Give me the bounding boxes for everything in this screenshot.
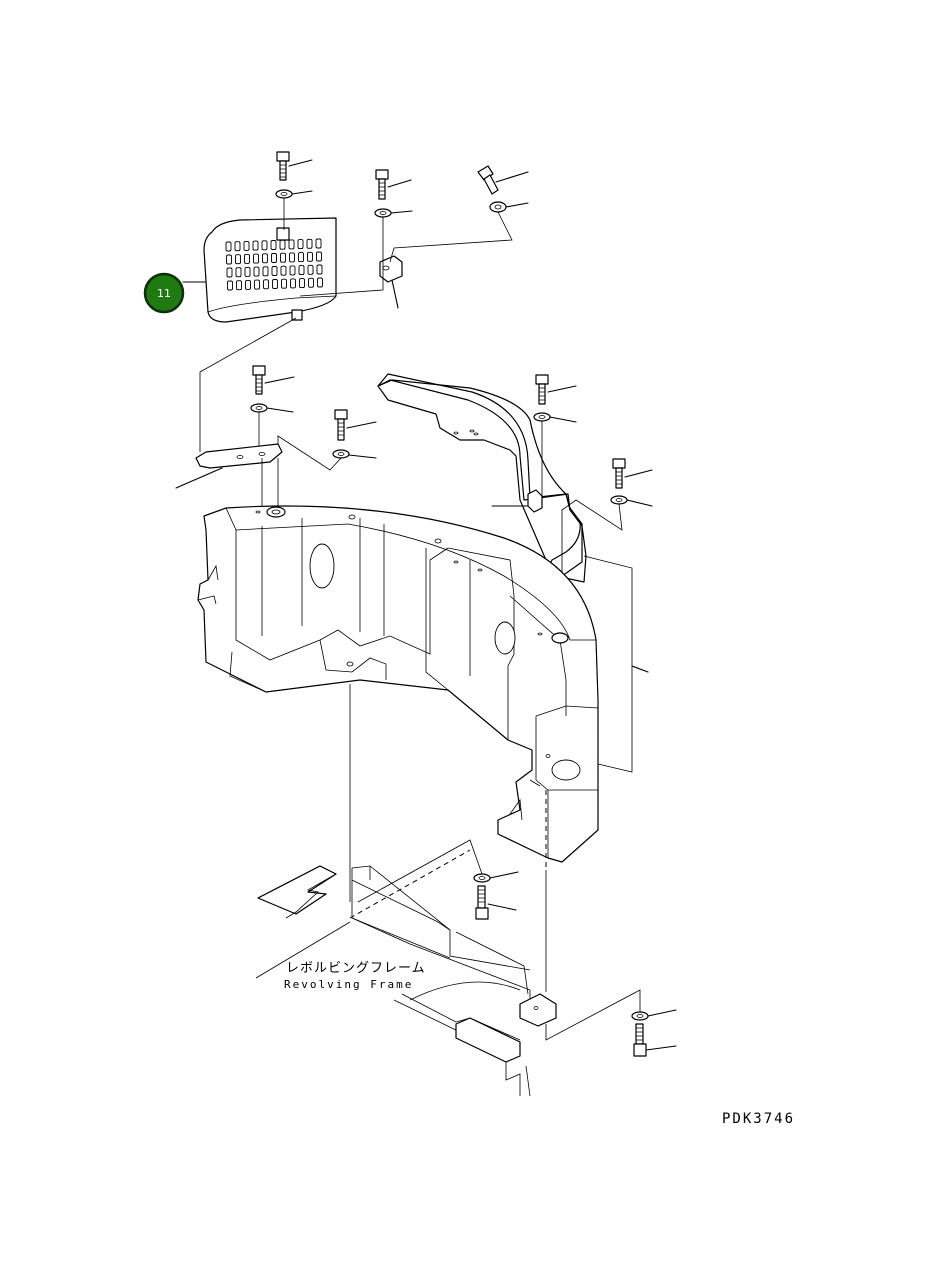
vent-slot xyxy=(244,266,251,277)
vent-slot xyxy=(280,265,287,276)
vent-slot xyxy=(315,238,322,249)
cover-vent-slots xyxy=(225,238,323,291)
bolt-bottom-2[interactable] xyxy=(633,1023,677,1057)
vent-slot xyxy=(262,253,268,264)
vent-slot xyxy=(306,238,313,249)
vent-slot xyxy=(253,266,260,277)
vent-slot xyxy=(281,278,287,289)
vent-slot xyxy=(299,278,305,289)
bolt-top-3[interactable] xyxy=(477,165,529,195)
cover-grille-part[interactable] xyxy=(203,217,337,323)
drawing-number: PDK3746 xyxy=(722,1111,795,1127)
callout-number: 11 xyxy=(157,287,171,300)
vent-slot xyxy=(289,252,295,263)
vent-slot xyxy=(307,251,313,262)
vent-slot xyxy=(297,239,304,250)
vent-slot xyxy=(298,252,304,263)
vent-slot xyxy=(263,279,269,290)
vent-slot xyxy=(236,280,242,291)
vent-slot xyxy=(270,240,277,250)
washer-right-1[interactable] xyxy=(533,412,577,423)
vent-slot xyxy=(272,279,278,289)
vent-slot xyxy=(271,266,278,276)
washer-top-3[interactable] xyxy=(489,201,529,213)
vent-slot xyxy=(254,279,260,290)
revolving-frame-label-jp: レボルビングフレーム xyxy=(286,961,426,976)
revolving-frame-section[interactable] xyxy=(255,849,557,1097)
washer-mid-2[interactable] xyxy=(332,449,377,459)
bolt-right-1[interactable] xyxy=(535,374,577,405)
vent-slot xyxy=(253,253,259,264)
vent-slot xyxy=(316,264,323,275)
washer-top-2[interactable] xyxy=(374,208,413,218)
bolt-mid-1[interactable] xyxy=(252,365,295,395)
vent-slot xyxy=(316,251,322,262)
vent-slot xyxy=(271,253,277,263)
small-bracket-top[interactable] xyxy=(379,255,403,309)
vent-slot xyxy=(261,240,268,251)
vent-slot xyxy=(288,239,295,250)
vent-slot xyxy=(279,239,286,250)
vent-slot xyxy=(243,240,250,251)
washer-top-1[interactable] xyxy=(275,189,313,199)
vent-slot xyxy=(252,240,259,251)
vent-slot xyxy=(289,265,296,276)
bracket-plate-left[interactable] xyxy=(175,443,283,489)
vent-slot xyxy=(290,278,296,289)
vent-slot xyxy=(317,277,323,288)
washer-bottom-1[interactable] xyxy=(473,871,519,883)
small-block-right[interactable] xyxy=(491,489,543,513)
vent-slot xyxy=(235,267,242,278)
washer-right-2[interactable] xyxy=(610,495,653,507)
vent-slot xyxy=(225,241,232,252)
bolt-top-1[interactable] xyxy=(276,151,313,181)
washer-bottom-2[interactable] xyxy=(631,1009,677,1021)
washer-mid-1[interactable] xyxy=(250,403,294,413)
bolt-bottom-1[interactable] xyxy=(475,885,517,920)
vent-slot xyxy=(280,252,286,263)
vent-slot xyxy=(262,266,269,277)
vent-slot xyxy=(307,264,314,275)
vent-slot xyxy=(308,277,314,288)
vent-slot xyxy=(226,254,232,265)
vent-slot xyxy=(234,241,241,252)
vent-slot xyxy=(226,267,233,278)
vent-slot xyxy=(235,254,241,265)
bolt-mid-2[interactable] xyxy=(334,409,377,441)
callout-badge-11[interactable]: 11 xyxy=(143,272,207,314)
bolt-top-2[interactable] xyxy=(375,169,412,200)
revolving-frame-label-en: Revolving Frame xyxy=(284,978,413,991)
bolt-right-2[interactable] xyxy=(612,458,653,489)
vent-slot xyxy=(244,253,250,264)
vent-slot xyxy=(298,265,305,276)
vent-slot xyxy=(245,279,251,290)
counterweight-body[interactable] xyxy=(197,505,599,863)
vent-slot xyxy=(227,280,233,291)
